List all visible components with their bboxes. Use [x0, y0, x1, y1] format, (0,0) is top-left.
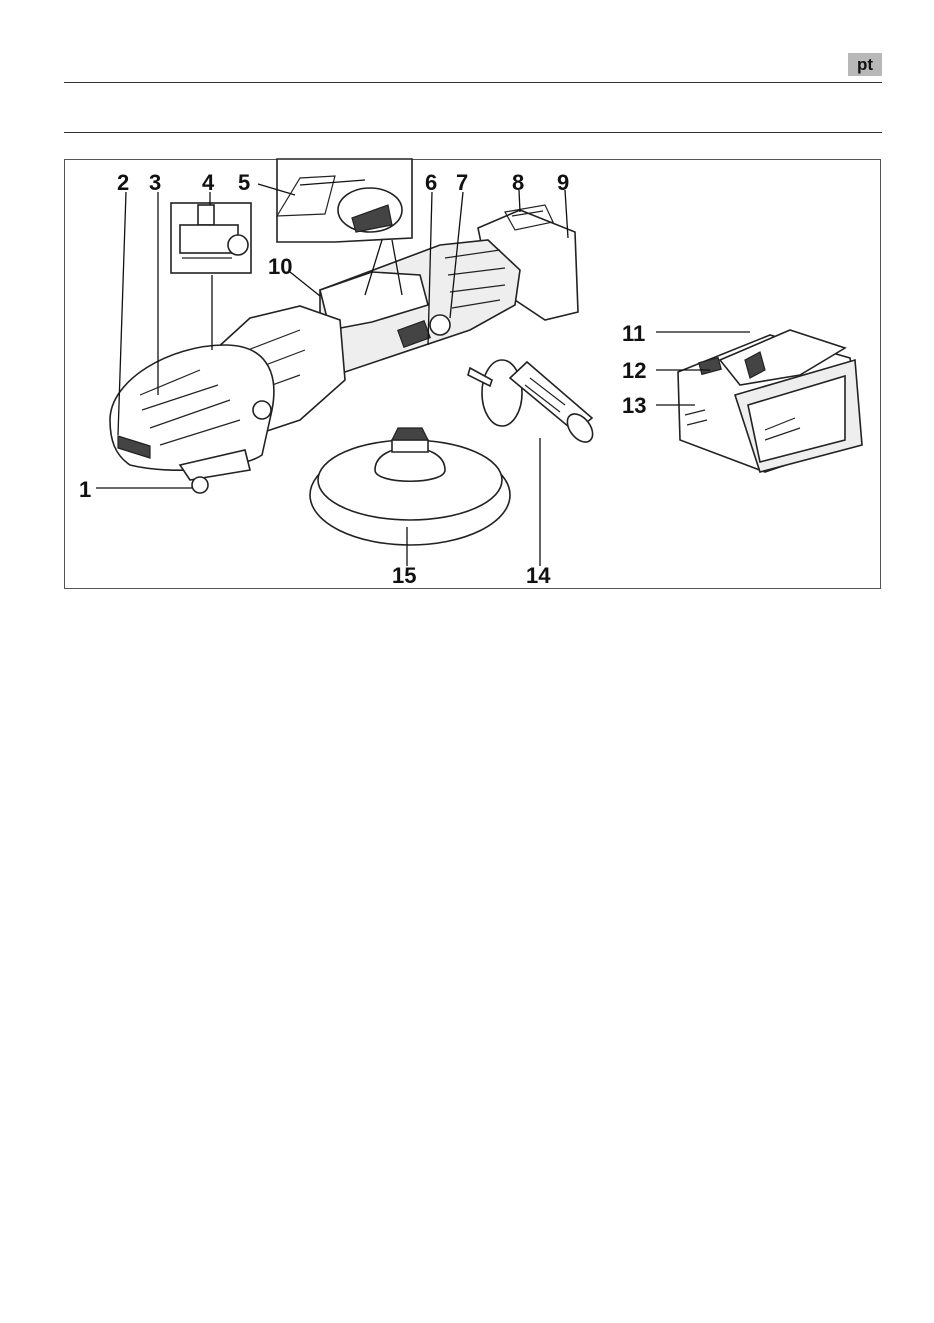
- callout-13: 13: [622, 393, 646, 418]
- callout-5: 5: [238, 170, 250, 195]
- callout-6: 6: [425, 170, 437, 195]
- callout-7: 7: [456, 170, 468, 195]
- spindle-lock-inset: [171, 203, 251, 273]
- callout-10: 10: [268, 254, 292, 279]
- callout-11: 11: [622, 321, 645, 346]
- callout-2: 2: [117, 170, 129, 195]
- callout-15: 15: [392, 563, 416, 588]
- product-illustration: 1 2 3 4 5 6 7 8 9 10 11 12 13 14 15: [0, 0, 934, 600]
- callout-8: 8: [512, 170, 524, 195]
- battery-pack-illustration: [678, 330, 862, 472]
- callout-3: 3: [149, 170, 161, 195]
- callout-1: 1: [79, 477, 91, 502]
- polishing-pad-illustration: [310, 428, 510, 545]
- callout-4: 4: [202, 170, 215, 195]
- callout-14: 14: [526, 563, 551, 588]
- callout-12: 12: [622, 358, 646, 383]
- callout-9: 9: [557, 170, 569, 195]
- side-handle-illustration: [468, 360, 598, 447]
